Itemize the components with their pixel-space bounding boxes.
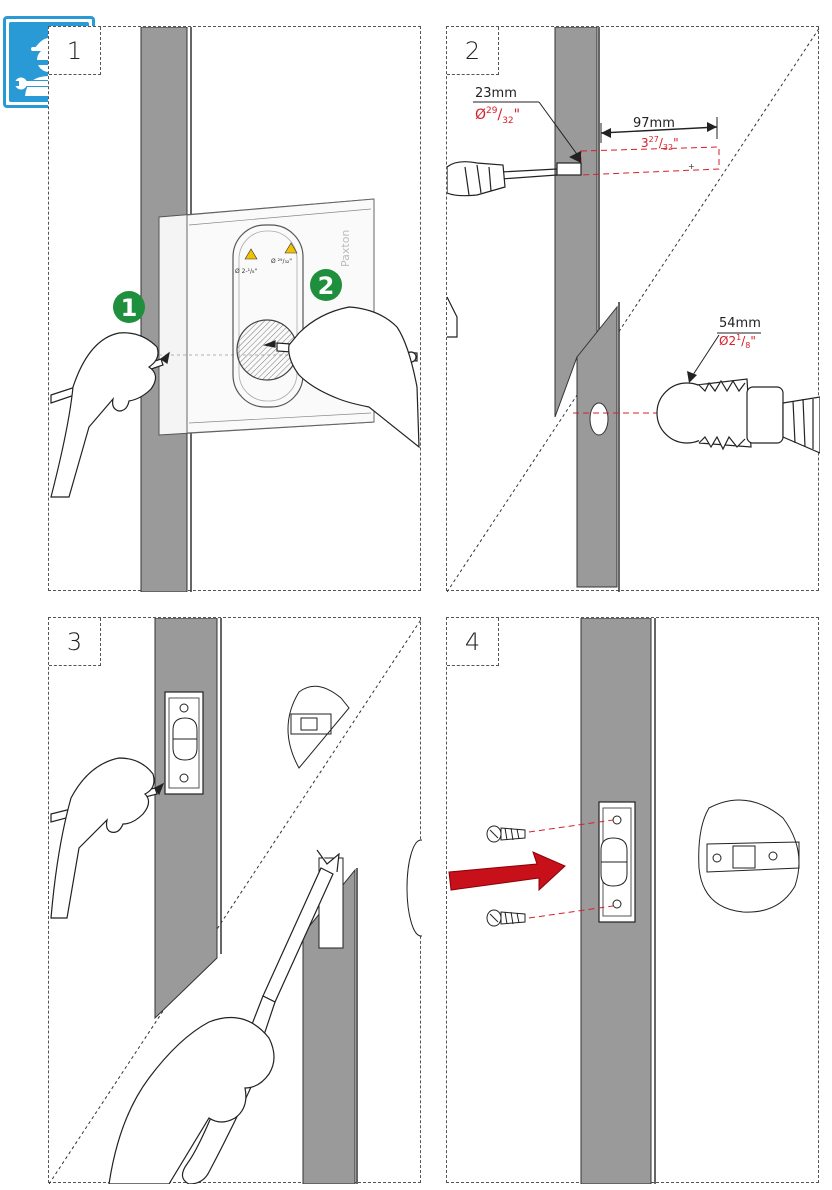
step-3-panel: 3 <box>48 617 422 1184</box>
drill-small-mm: 23mm <box>475 86 517 101</box>
drill-large-inch: Ø21/8" <box>719 333 756 350</box>
marker-2: 2 <box>310 269 342 301</box>
step-2-panel: + + 23mm Ø29/32" 97mm <box>446 26 820 592</box>
step-number: 2 <box>447 27 499 75</box>
step-1-illustration: Ø 2-¹/₈" Ø ²⁹/₃₂" Paxton 1 2 <box>50 27 420 592</box>
template-label-small: Ø ²⁹/₃₂" <box>271 258 292 265</box>
marker-1: 1 <box>113 291 145 323</box>
step-3-illustration <box>49 618 422 1184</box>
step-1-panel: Ø 2-¹/₈" Ø ²⁹/₃₂" Paxton 1 2 <box>48 26 421 592</box>
svg-text:1: 1 <box>121 294 138 322</box>
svg-text:2: 2 <box>318 272 335 300</box>
step-4-illustration <box>448 618 800 1184</box>
backset-inch: 327/32" <box>641 135 679 152</box>
step-number: 1 <box>49 27 101 75</box>
step-4-panel: 4 <box>446 617 819 1184</box>
step-number: 4 <box>447 618 499 666</box>
drill-large-mm: 54mm <box>719 316 761 331</box>
template-brand: Paxton <box>339 230 352 267</box>
step-number: 3 <box>49 618 101 666</box>
drill-small-inch: Ø29/32" <box>475 106 520 126</box>
svg-text:+: + <box>688 162 695 171</box>
template-label-large: Ø 2-¹/₈" <box>235 268 257 275</box>
backset-mm: 97mm <box>633 116 675 131</box>
step-2-illustration: + + 23mm Ø29/32" 97mm <box>447 27 820 592</box>
